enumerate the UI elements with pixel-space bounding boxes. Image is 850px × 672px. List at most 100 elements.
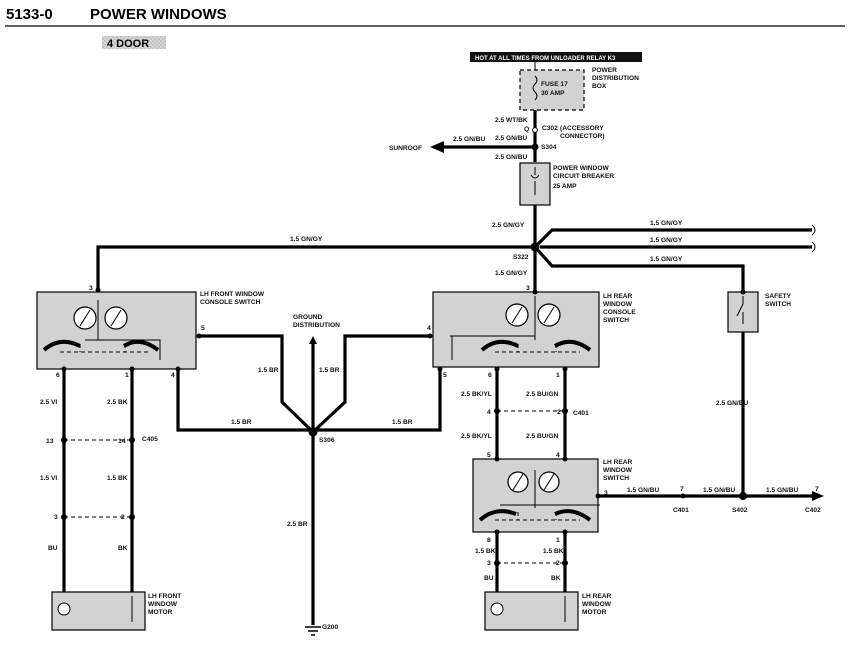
wire-gnbu-h3: 1.5 GN/BU [766,487,798,494]
sunroof-label: SUNROOF [389,145,422,152]
ground-arrow-icon [309,336,317,344]
s322-label: S322 [513,254,529,261]
s304-label: S304 [541,144,557,151]
wire-gn-gy-left-bus: 1.5 GN/GY [290,236,323,243]
c402-label: C402 [805,507,821,514]
s402-splice [739,492,747,500]
front-pin-1: 1 [125,372,129,379]
rear-switch-internal [500,470,600,508]
rear-switch-pin-8: 8 [487,537,491,544]
c405-pin-13: 13 [46,438,54,445]
rear-switch-pin-4: 4 [556,452,560,459]
front-console-ground-wire [199,334,315,434]
front-lower-pin-2: 2 [121,514,125,521]
fuse-symbol [532,75,538,101]
rear-lower-pin-3: 3 [487,560,491,567]
left-bus-wire [96,245,535,290]
wire-br-right-horiz: 1.5 BR [392,419,413,426]
front-pin-5: 5 [201,325,205,332]
wire-gn-bu-splice: 2.5 GN/BU [495,135,527,142]
rear-console-link [495,344,580,353]
wire-gn-gy-safety: 1.5 GN/GY [650,256,683,263]
rear-console-rocker-left-icon [480,339,519,352]
rear-motor-icon [490,602,504,616]
sunroof-arrow-icon [430,141,444,153]
wire-gnbu-h2: 1.5 GN/BU [703,487,735,494]
rear-console-ground-wire [311,334,430,434]
g200-label: G200 [322,624,338,631]
lh-rear-window-motor [484,591,579,631]
c402-arrow-icon [812,491,824,501]
safety-feed-wire [533,245,745,292]
wire-br-ground: 2.5 BR [287,521,308,528]
c401-pin-2: 2 [557,409,561,416]
rear-switch-pin-3: 3 [604,490,608,497]
rear-console-rocker-right-icon [553,339,592,352]
rear-switch-rocker-left-icon [478,509,517,522]
wire-gn-gy-right2: 1.5 GN/GY [650,237,683,244]
c401-pin-4: 4 [487,409,491,416]
rear-switch-pin-5: 5 [487,452,491,459]
ground-symbol-icon [305,626,321,636]
front-pin-3: 3 [89,285,93,292]
rear-console-internal [450,296,555,360]
wire-f-bu-3: BU [48,545,58,552]
front-switch-link [60,344,150,353]
terminal-dots [61,287,746,566]
c401-mid-label: C401 [573,410,589,417]
rear-switch-rocker-right-icon [554,509,592,522]
wire-gn-gy-below-s322: 1.5 GN/GY [495,270,528,277]
wire-r-bkyl-2: 2.5 BK/YL [461,433,492,440]
wire-br-left-vert: 1.5 BR [258,367,279,374]
power-distribution-box [519,69,585,111]
wire-r-bu-5: BU [484,575,494,582]
right-bus-wire-1 [533,228,812,249]
breaker-symbol [530,167,540,195]
page-title: POWER WINDOWS [90,6,227,23]
c302-label: C302 [542,125,558,132]
wire-gn-gy-below-breaker: 2.5 GN/GY [492,222,525,229]
front-switch-internal [79,300,161,360]
wire-f-bk-1: 2.5 BK [107,399,128,406]
bus-break-2-icon [811,241,816,253]
s402-label: S402 [732,507,748,514]
variant-badge [102,36,166,49]
wire-r-bk-4: 1.5 BK [543,548,564,555]
variant-label: 4 DOOR [107,38,149,50]
wire-br-mid-vert: 1.5 BR [319,367,340,374]
c402-pin-7: 7 [815,486,819,493]
safety-switch-contact-icon [736,296,744,324]
fuse-rating: 30 AMP [541,90,565,97]
rear-console-pin-6: 6 [488,372,492,379]
front-rocker-left-icon [42,339,81,352]
wire-br-left-horiz: 1.5 BR [231,419,252,426]
rear-console-pin-5: 5 [443,372,447,379]
breaker-rating: 25 AMP [553,183,577,190]
wire-gn-gy-right1: 1.5 GN/GY [650,220,683,227]
wire-f-vi-1: 2.5 VI [40,399,57,406]
wire-f-vi-2: 1.5 VI [40,475,57,482]
front-lower-pin-3: 3 [54,514,58,521]
lh-rear-console-switch [432,291,600,368]
bus-break-1-icon [811,224,816,236]
hot-at-all-times-banner [470,52,642,62]
wire-r-bk-5: BK [551,575,561,582]
rear-console-pin-4: 4 [427,325,431,332]
wire-gn-bu-sunroof: 2.5 GN/BU [453,136,485,143]
banner-text: HOT AT ALL TIMES FROM UNLOADER RELAY K3 [475,56,616,62]
c401-right-label: C401 [673,507,689,514]
s306-label: S306 [319,437,335,444]
front-motor-icon [57,602,71,616]
fuse-label: FUSE 17 [541,81,568,88]
rear-switch-pin-1: 1 [556,537,560,544]
